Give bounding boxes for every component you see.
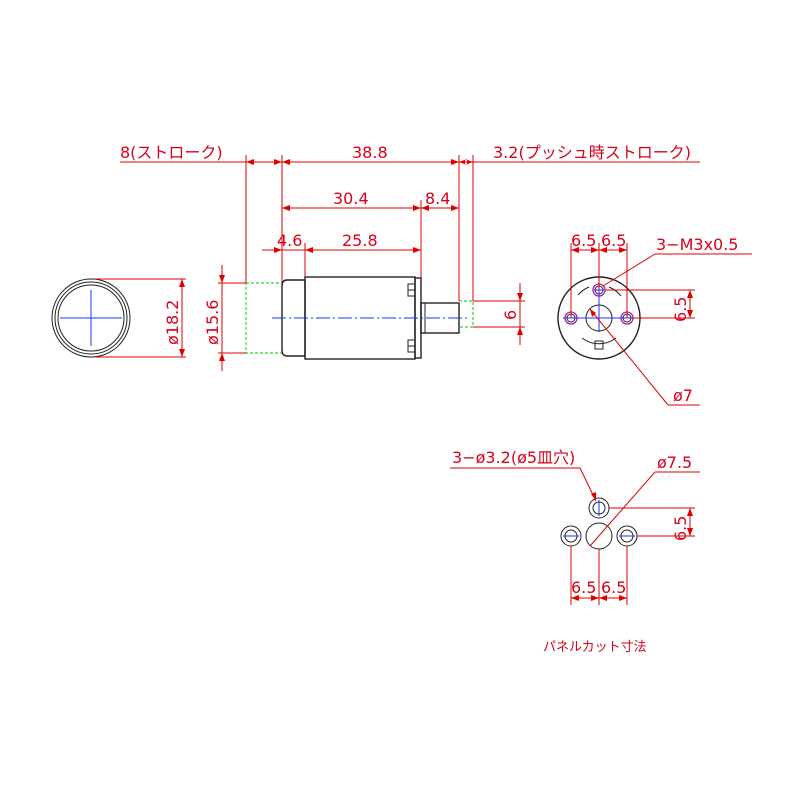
len-8-4-label: 8.4 — [425, 189, 450, 208]
panel-holes-label: 3−ø3.2(ø5皿穴) — [452, 448, 575, 467]
push-3-2-arrows — [459, 159, 473, 165]
shaft-6-label: 6 — [501, 310, 520, 320]
len-4-6-label: 4.6 — [277, 231, 302, 250]
panel-holes-arrow — [591, 492, 596, 501]
stroke-8-label: 8(ストローク) — [120, 143, 223, 162]
front-6-5a-label: 6.5 — [571, 231, 596, 250]
front-view-lobe-2 — [608, 286, 622, 297]
front-6-5-arrows — [571, 247, 627, 253]
end-view-ring-circle — [54, 281, 128, 355]
panel-6-5-arrows — [571, 595, 627, 601]
stroke-8-arrows — [246, 159, 282, 165]
side-view: ø15.6 6 8(ストローク) 38.8 3.2(プッシュ時ストローク) 30… — [120, 143, 700, 371]
front-view-key — [594, 340, 604, 350]
front-m3-leader — [602, 253, 656, 287]
len-25-8-arrows — [274, 247, 421, 253]
stroke-extent-front — [458, 300, 474, 328]
actuator-rear-cap — [281, 279, 306, 357]
end-view-outer-circle — [51, 278, 131, 358]
len-25-8-label: 25.8 — [342, 231, 378, 250]
panel-cut-view: 3−ø3.2(ø5皿穴) ø7.5 6.5 6.5 6.5 パネルカット寸法 — [450, 448, 700, 655]
panel-dia7-5-leader — [589, 471, 656, 547]
panel-v6-5-label: 6.5 — [671, 516, 690, 541]
front-view-lobe-1 — [577, 286, 590, 296]
panel-6-5a-label: 6.5 — [571, 578, 596, 597]
len-30-4-label: 30.4 — [333, 189, 369, 208]
dia-18-2-arrows — [179, 279, 185, 357]
dia-18-2-label: ø18.2 — [163, 300, 182, 345]
front-v6-5-label: 6.5 — [671, 297, 690, 322]
dia-15-6-label: ø15.6 — [203, 300, 222, 345]
end-view-inner-circle — [57, 284, 125, 352]
front-dia7-label: ø7 — [673, 386, 693, 405]
front-v6-5-arrows — [687, 290, 693, 318]
len-38-8-label: 38.8 — [352, 143, 388, 162]
front-view-lobe-3 — [581, 337, 617, 345]
push-3-2-label: 3.2(プッシュ時ストローク) — [493, 143, 691, 162]
len-30-4-arrows — [282, 205, 459, 211]
front-view: 6.5 6.5 3−M3x0.5 6.5 ø7 — [557, 231, 752, 406]
panel-dia7-5-label: ø7.5 — [657, 453, 692, 472]
front-m3-label: 3−M3x0.5 — [656, 235, 738, 254]
panel-v6-5-arrows — [687, 508, 693, 536]
panel-6-5b-label: 6.5 — [601, 578, 626, 597]
front-6-5b-label: 6.5 — [601, 231, 626, 250]
front-dia7-arrow — [590, 309, 596, 317]
panel-caption: パネルカット寸法 — [543, 640, 647, 655]
front-dia7-leader — [589, 308, 669, 406]
end-view: ø18.2 — [51, 278, 186, 358]
